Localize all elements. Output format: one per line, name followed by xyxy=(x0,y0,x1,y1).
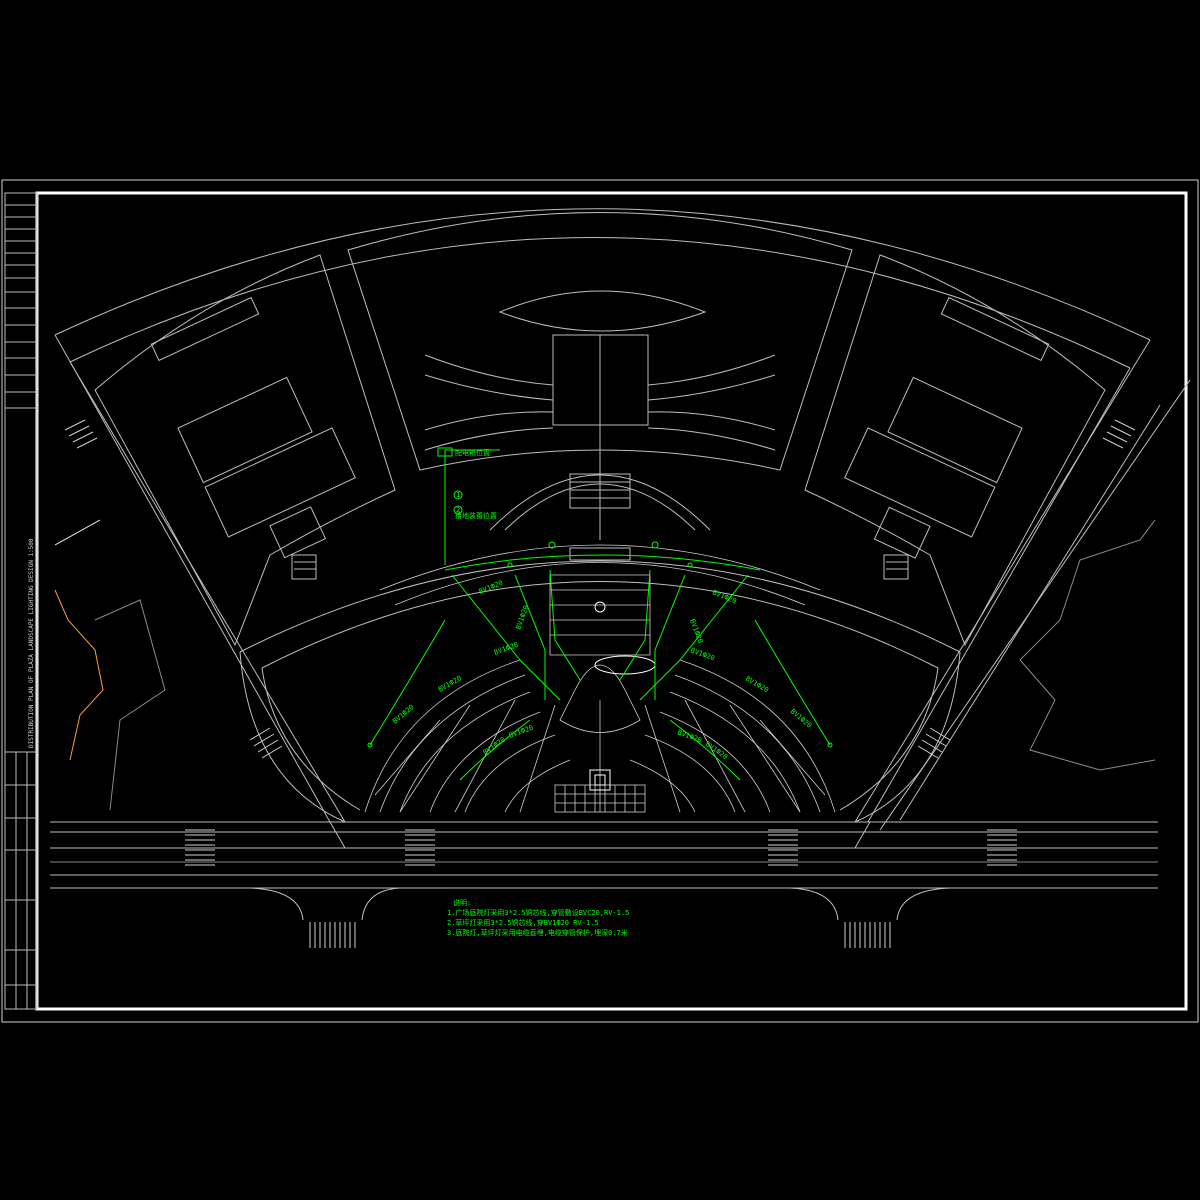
circuit-bubble-2 xyxy=(453,505,463,515)
site-boundary xyxy=(54,208,1191,831)
crosswalks[interactable] xyxy=(64,419,1136,948)
crosswalk-w-mid[interactable] xyxy=(249,727,283,759)
cable-label: BV1Ф20 xyxy=(391,703,416,725)
east-building-block xyxy=(804,254,1106,647)
stage-tiers xyxy=(379,544,821,656)
crosswalk-nw[interactable] xyxy=(64,419,98,449)
crosswalk-ne[interactable] xyxy=(1102,419,1136,449)
crosswalk-south-2[interactable] xyxy=(405,829,435,866)
crosswalk-south-3[interactable] xyxy=(768,829,798,866)
cable-label: BV1Ф20 xyxy=(711,588,737,605)
inner-frame xyxy=(35,191,1188,1011)
bubble-text-2: 2 xyxy=(456,506,460,514)
bubble-text-1: 1 xyxy=(456,491,460,499)
lighting-circuits xyxy=(367,447,833,781)
cable-label: BV1Ф20 xyxy=(689,646,716,662)
distribution-box-marker xyxy=(437,447,453,457)
crosswalk-sw-leg[interactable] xyxy=(309,922,356,948)
title-strip: DISTRIBUTION PLAN OF PLAZA LANDSCAPE LIG… xyxy=(4,192,38,1010)
crosswalk-south-1[interactable] xyxy=(185,829,215,866)
north-plaza-block xyxy=(347,212,853,540)
west-building-block xyxy=(94,254,396,647)
circuit-bubble-1 xyxy=(453,490,463,500)
grounding-label: 接地装置位置 xyxy=(455,511,497,520)
notes-line-2: 2.草坪灯采用3*2.5铜芯线,穿BV1Ф20 RV-1.5 xyxy=(447,918,599,927)
crosswalk-south-4[interactable] xyxy=(987,829,1017,866)
distribution-box-label: 配电箱位置 xyxy=(455,448,490,457)
crosswalk-e-mid[interactable] xyxy=(917,727,951,759)
notes-heading: 说明: xyxy=(453,898,471,907)
crosswalk-se-leg[interactable] xyxy=(844,922,891,948)
cable-label: BV1Ф20 xyxy=(478,579,504,596)
cable-label: BV1Ф20 xyxy=(514,604,530,631)
cable-label: BV1Ф20 xyxy=(744,675,770,695)
notes-block: 说明: 1.广场庭院灯采用3*2.5铜芯线,穿管敷设BVC20,RV-1.5 2… xyxy=(447,898,629,937)
cable-label: BV1Ф20 xyxy=(688,618,704,645)
cable-label: BV1Ф20 xyxy=(437,674,463,694)
ring-road xyxy=(239,560,961,823)
notes-line-3: 3.庭院灯,草坪灯采用电缆直埋,电缆穿管保护,埋深0.7米 xyxy=(447,928,628,937)
outer-frame xyxy=(1,179,1199,1023)
south-road xyxy=(50,821,1158,921)
adjacent-parcels xyxy=(54,519,1156,811)
vertical-drawing-title: DISTRIBUTION PLAN OF PLAZA LANDSCAPE LIG… xyxy=(28,538,35,748)
notes-line-1: 1.广场庭院灯采用3*2.5铜芯线,穿管敷设BVC20,RV-1.5 xyxy=(447,908,629,917)
amphitheatre xyxy=(364,655,836,813)
